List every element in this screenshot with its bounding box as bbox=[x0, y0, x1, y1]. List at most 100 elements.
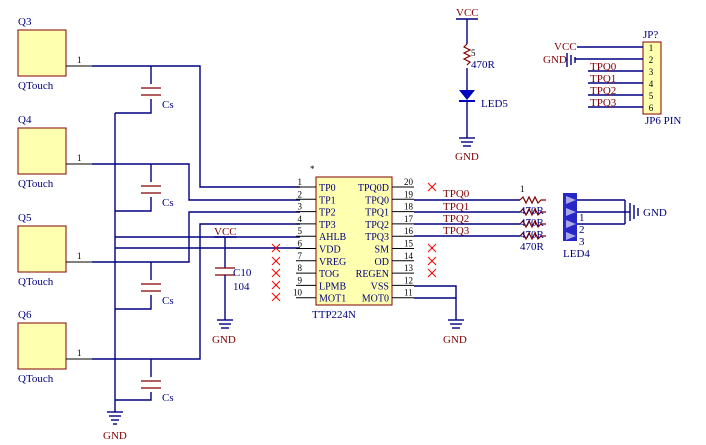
ic-pin-number: 5 bbox=[298, 226, 303, 236]
net-label: TPQ0 bbox=[443, 188, 470, 200]
no-connect-marker bbox=[427, 268, 437, 278]
ic-pin-name: VSS bbox=[371, 281, 389, 292]
ic-pin-name: MOT1 bbox=[319, 294, 346, 305]
no-connect-marker bbox=[427, 182, 437, 192]
ic-ttp224n: * TTP224N 1TP02TP13TP24TP35AHLB6VDD7VREG… bbox=[293, 164, 414, 321]
qtouch-name: QTouch bbox=[18, 373, 54, 385]
ic-pin-number: 1 bbox=[298, 177, 303, 187]
jp-gnd: GND bbox=[543, 54, 567, 66]
qtouch-q6: Q6 QTouch 1 bbox=[17, 309, 82, 385]
ic-pin-name: TP2 bbox=[319, 208, 336, 219]
c10-value: 104 bbox=[233, 281, 250, 293]
no-connect-marker bbox=[271, 268, 281, 278]
ic-pin-name: TPQ0 bbox=[365, 195, 389, 206]
jp-pin-number: 6 bbox=[649, 103, 654, 113]
led5-ref: LED5 bbox=[481, 98, 508, 110]
c10-section: VCC C10 104 GND bbox=[212, 226, 252, 346]
qtouch-pad bbox=[17, 225, 67, 273]
no-connect-marker bbox=[427, 256, 437, 266]
ic-pin-number: 19 bbox=[404, 189, 414, 199]
led4-pin: 3 bbox=[579, 236, 585, 248]
qtouch-ref: Q6 bbox=[18, 309, 32, 321]
gnd-symbol-left: GND bbox=[103, 411, 127, 442]
jp-vcc: VCC bbox=[554, 41, 577, 53]
cs-capacitor: Cs bbox=[141, 185, 174, 209]
jp-pin-number: 1 bbox=[649, 43, 654, 53]
ic-pin-number: 16 bbox=[404, 226, 414, 236]
ic-pin-name: VREG bbox=[319, 257, 346, 268]
led5-res-value: 470R bbox=[471, 59, 496, 71]
qtouch-ref: Q3 bbox=[18, 16, 32, 28]
led5-gnd: GND bbox=[455, 151, 479, 163]
ic-pin-name: AHLB bbox=[319, 232, 347, 243]
vss-gnd: GND bbox=[414, 285, 467, 346]
jp-body bbox=[642, 41, 662, 115]
ic-pin-name: MOT0 bbox=[362, 294, 389, 305]
ic-pin-number: 15 bbox=[404, 239, 414, 249]
led5-vcc: VCC bbox=[456, 7, 479, 19]
jp-net: TPQ3 bbox=[590, 97, 617, 109]
led4-array: 1 2 3 LED4 GND bbox=[563, 193, 667, 260]
qtouch-pin: 1 bbox=[77, 55, 82, 65]
ic-pin-name: TP3 bbox=[319, 220, 336, 231]
led5-res-pin: 5 bbox=[471, 48, 476, 58]
qtouch-q4: Q4 QTouch 1 bbox=[17, 114, 82, 190]
ic-pin-name: OD bbox=[375, 257, 389, 268]
no-connect-marker bbox=[271, 280, 281, 290]
cs-label: Cs bbox=[162, 392, 174, 404]
led5-section: VCC 5 470R LED5 GND bbox=[455, 7, 508, 163]
jp-pin-number: 3 bbox=[649, 67, 654, 77]
net-label: TPQ3 bbox=[443, 225, 470, 237]
led4-pin: 1 bbox=[579, 212, 585, 224]
vss-gnd-label: GND bbox=[443, 334, 467, 346]
ic-pin-name: SM bbox=[375, 245, 390, 256]
led4-pin: 2 bbox=[579, 224, 585, 236]
ic-pin-number: 3 bbox=[298, 202, 303, 212]
ic-pin-name: TOG bbox=[319, 269, 339, 280]
qtouch-name: QTouch bbox=[18, 276, 54, 288]
ic-part: TTP224N bbox=[312, 309, 356, 321]
jp-pin-number: 2 bbox=[649, 55, 654, 65]
input-wires bbox=[92, 65, 300, 412]
qtouch-q5: Q5 QTouch 1 bbox=[17, 212, 82, 288]
ic-right-pins: 20TPQ0D19TPQ018TPQ117TPQ216TPQ315SM14OD1… bbox=[356, 177, 414, 305]
c10-vcc-label: VCC bbox=[214, 226, 237, 238]
res-pin: 1 bbox=[520, 184, 525, 194]
pad-pin-stubs bbox=[66, 65, 92, 360]
output-nets: TPQ0 TPQ1 TPQ2 TPQ3 bbox=[414, 188, 520, 237]
qtouch-pin: 1 bbox=[77, 251, 82, 261]
cs-capacitor: Cs bbox=[141, 380, 174, 404]
res-value: 470R bbox=[520, 205, 545, 217]
ic-pin-name: TPQ2 bbox=[365, 220, 389, 231]
ic-pin-number: 17 bbox=[404, 214, 414, 224]
no-connect-marker bbox=[271, 292, 281, 302]
ic-pin-number: 8 bbox=[298, 263, 303, 273]
ic-pin-number: 2 bbox=[298, 189, 303, 199]
no-connect-marker bbox=[271, 243, 281, 253]
qtouch-ref: Q5 bbox=[18, 212, 32, 224]
ic-pin-number: 4 bbox=[298, 214, 303, 224]
cs-capacitors: Cs Cs Cs Cs bbox=[141, 87, 174, 404]
led4-gnd: GND bbox=[643, 207, 667, 219]
output-resistors: 1 470R 470R 470R 470R bbox=[519, 184, 546, 253]
ic-pin-name: TPQ0D bbox=[358, 183, 389, 194]
ic-pin-number: 13 bbox=[404, 263, 414, 273]
ic-pin-number: 12 bbox=[404, 275, 413, 285]
qtouch-pin: 1 bbox=[77, 153, 82, 163]
jp-part: JP6 PIN bbox=[645, 115, 681, 127]
ic-pin-number: 9 bbox=[298, 275, 303, 285]
c10-ref: C10 bbox=[233, 267, 252, 279]
ic-pin-number: 7 bbox=[298, 251, 303, 261]
jp-net: TPQ2 bbox=[590, 85, 616, 97]
c10-gnd-label: GND bbox=[212, 334, 236, 346]
qtouch-pad bbox=[17, 322, 67, 370]
gnd-label: GND bbox=[103, 430, 127, 442]
qtouch-pin: 1 bbox=[77, 348, 82, 358]
ic-pin-name: TPQ3 bbox=[365, 232, 389, 243]
ic-pin-number: 10 bbox=[293, 288, 303, 298]
cs-label: Cs bbox=[162, 295, 174, 307]
jp-pin-number: 4 bbox=[649, 79, 654, 89]
ic-designator: * bbox=[310, 164, 315, 174]
